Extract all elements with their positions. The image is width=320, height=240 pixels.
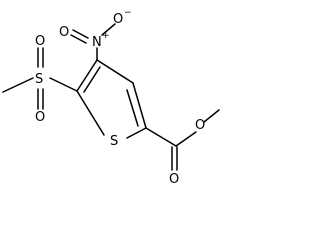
bond-c5-c4: [76, 59, 98, 92]
bond-c5-s: [76, 90, 105, 136]
bond-n-o-top: [101, 23, 116, 36]
bond-c3-c2: [132, 82, 147, 129]
bond-methyl-s: [2, 77, 34, 93]
bond-c4-c3: [96, 59, 134, 84]
atom-labels: S O O N + O − O S O O: [35, 8, 205, 187]
sulfonyl-o-top-label: O: [35, 34, 45, 49]
nitro-o-left-label: O: [59, 25, 69, 40]
nitro-n-charge: +: [102, 31, 110, 41]
bond-c2-ccarbonyl: [145, 127, 177, 147]
bond-c2-s: [126, 127, 147, 139]
bond-o-methyl: [203, 109, 220, 123]
bond-s-c5: [49, 77, 78, 92]
sulfonyl-s-label: S: [35, 72, 43, 87]
ester-o-single-label: O: [195, 118, 205, 133]
sulfonyl-o-bottom-label: O: [35, 110, 45, 125]
bonds: [2, 23, 220, 171]
ester-o-double-label: O: [169, 172, 179, 187]
bond-n-o-left-a: [72, 29, 89, 39]
molecule-structure: S O O N + O − O S O O: [2, 8, 220, 187]
ring-s-label: S: [110, 134, 118, 149]
nitro-n-label: N: [92, 35, 102, 50]
bond-c3-c2-inner: [126, 89, 139, 127]
bond-c-o-ester: [175, 131, 197, 147]
bond-n-o-left-b: [70, 34, 87, 44]
bond-c5-c4-inner: [83, 66, 101, 93]
nitro-o-charge: −: [124, 8, 132, 18]
nitro-o-top-label: O: [113, 12, 123, 27]
